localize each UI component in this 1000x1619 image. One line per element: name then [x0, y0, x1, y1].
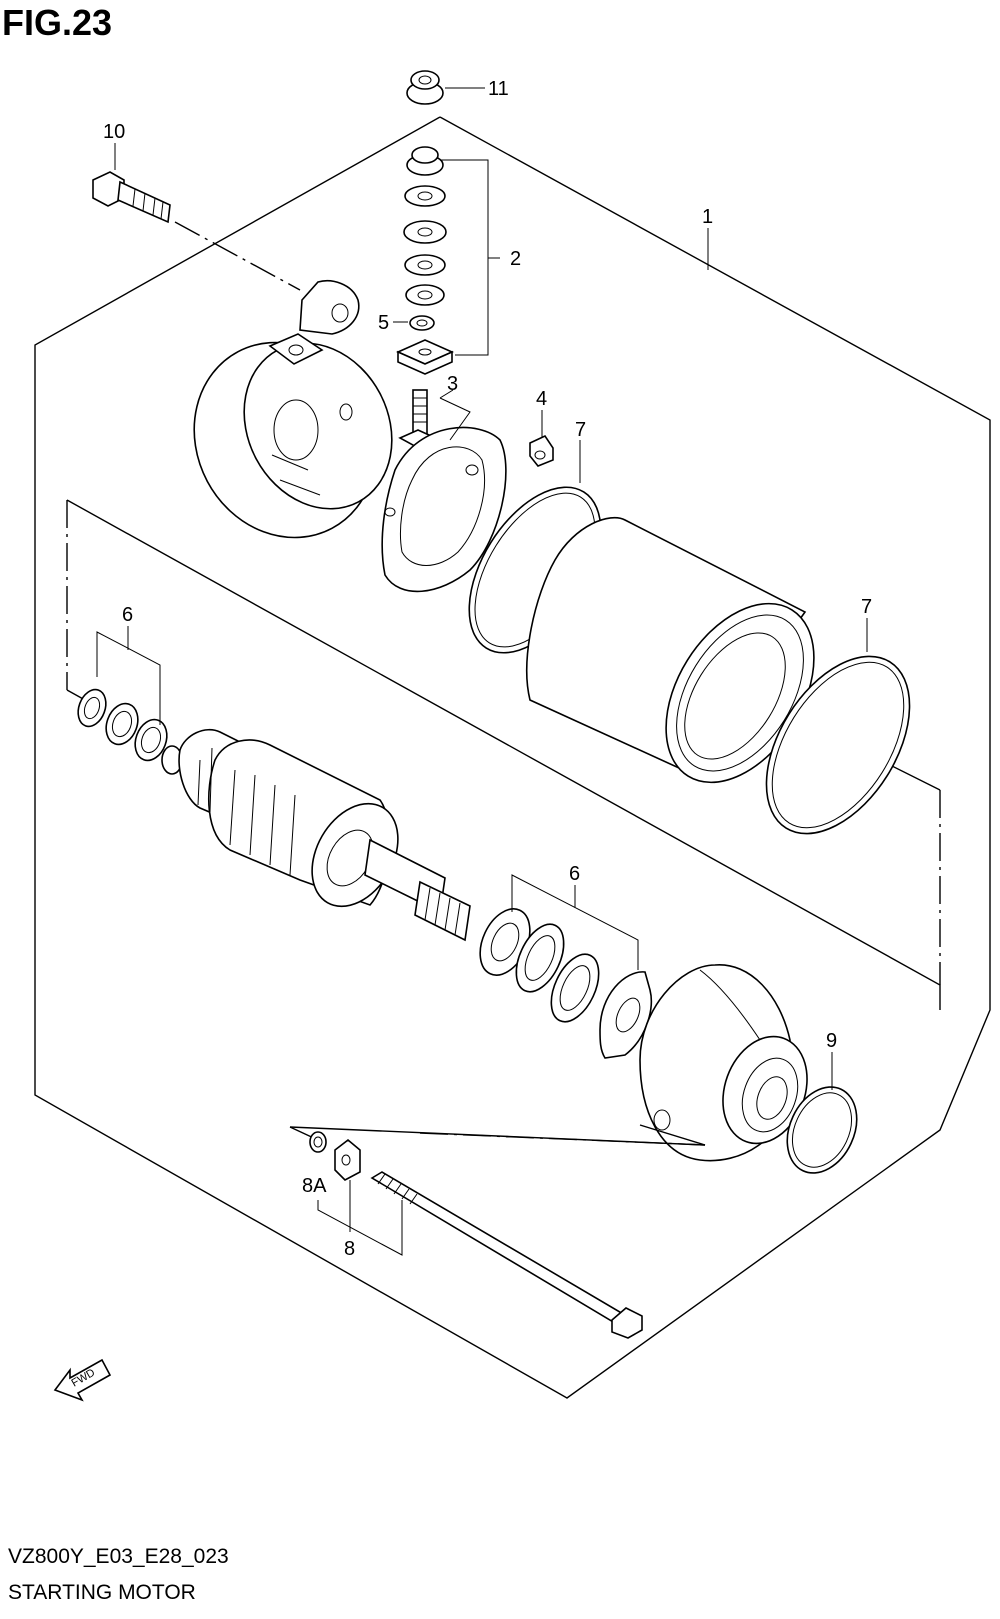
callout-11: 11 — [488, 78, 509, 100]
figure-title: FIG.23 — [2, 2, 113, 43]
washers-6-right — [479, 908, 652, 1059]
rear-housing — [193, 280, 393, 539]
callout-9: 9 — [826, 1030, 837, 1052]
washer-8a — [309, 1131, 327, 1153]
callout-7-upper: 7 — [575, 419, 586, 441]
front-housing — [639, 964, 808, 1162]
figure-name: STARTING MOTOR — [8, 1581, 196, 1604]
nut-11 — [406, 70, 444, 105]
callout-1: 1 — [702, 206, 713, 228]
callout-8: 8 — [344, 1238, 355, 1260]
callout-6-right: 6 — [569, 863, 580, 885]
callout-5: 5 — [378, 312, 389, 334]
callout-7-lower: 7 — [861, 596, 872, 618]
through-bolt — [370, 1171, 643, 1339]
figure-code: VZ800Y_E03_E28_023 — [8, 1545, 229, 1568]
callout-4: 4 — [536, 388, 547, 410]
bolt-10 — [92, 171, 171, 224]
brush-holder-3 — [381, 389, 507, 593]
o-ring-7-lower — [765, 655, 911, 835]
brush-4 — [529, 434, 554, 467]
callout-2: 2 — [510, 248, 521, 270]
washers-6-left — [77, 688, 168, 762]
callout-10: 10 — [103, 121, 125, 143]
callout-8a: 8A — [302, 1175, 327, 1197]
assembly-outline — [34, 116, 991, 1399]
callout-3: 3 — [447, 373, 458, 395]
fwd-arrow-icon: FWD — [53, 1358, 112, 1402]
callout-6-left: 6 — [122, 604, 133, 626]
terminal-stack-2 — [396, 146, 454, 375]
bracket-8 — [334, 1138, 361, 1181]
o-ring-9 — [786, 1086, 858, 1174]
armature — [161, 728, 471, 942]
